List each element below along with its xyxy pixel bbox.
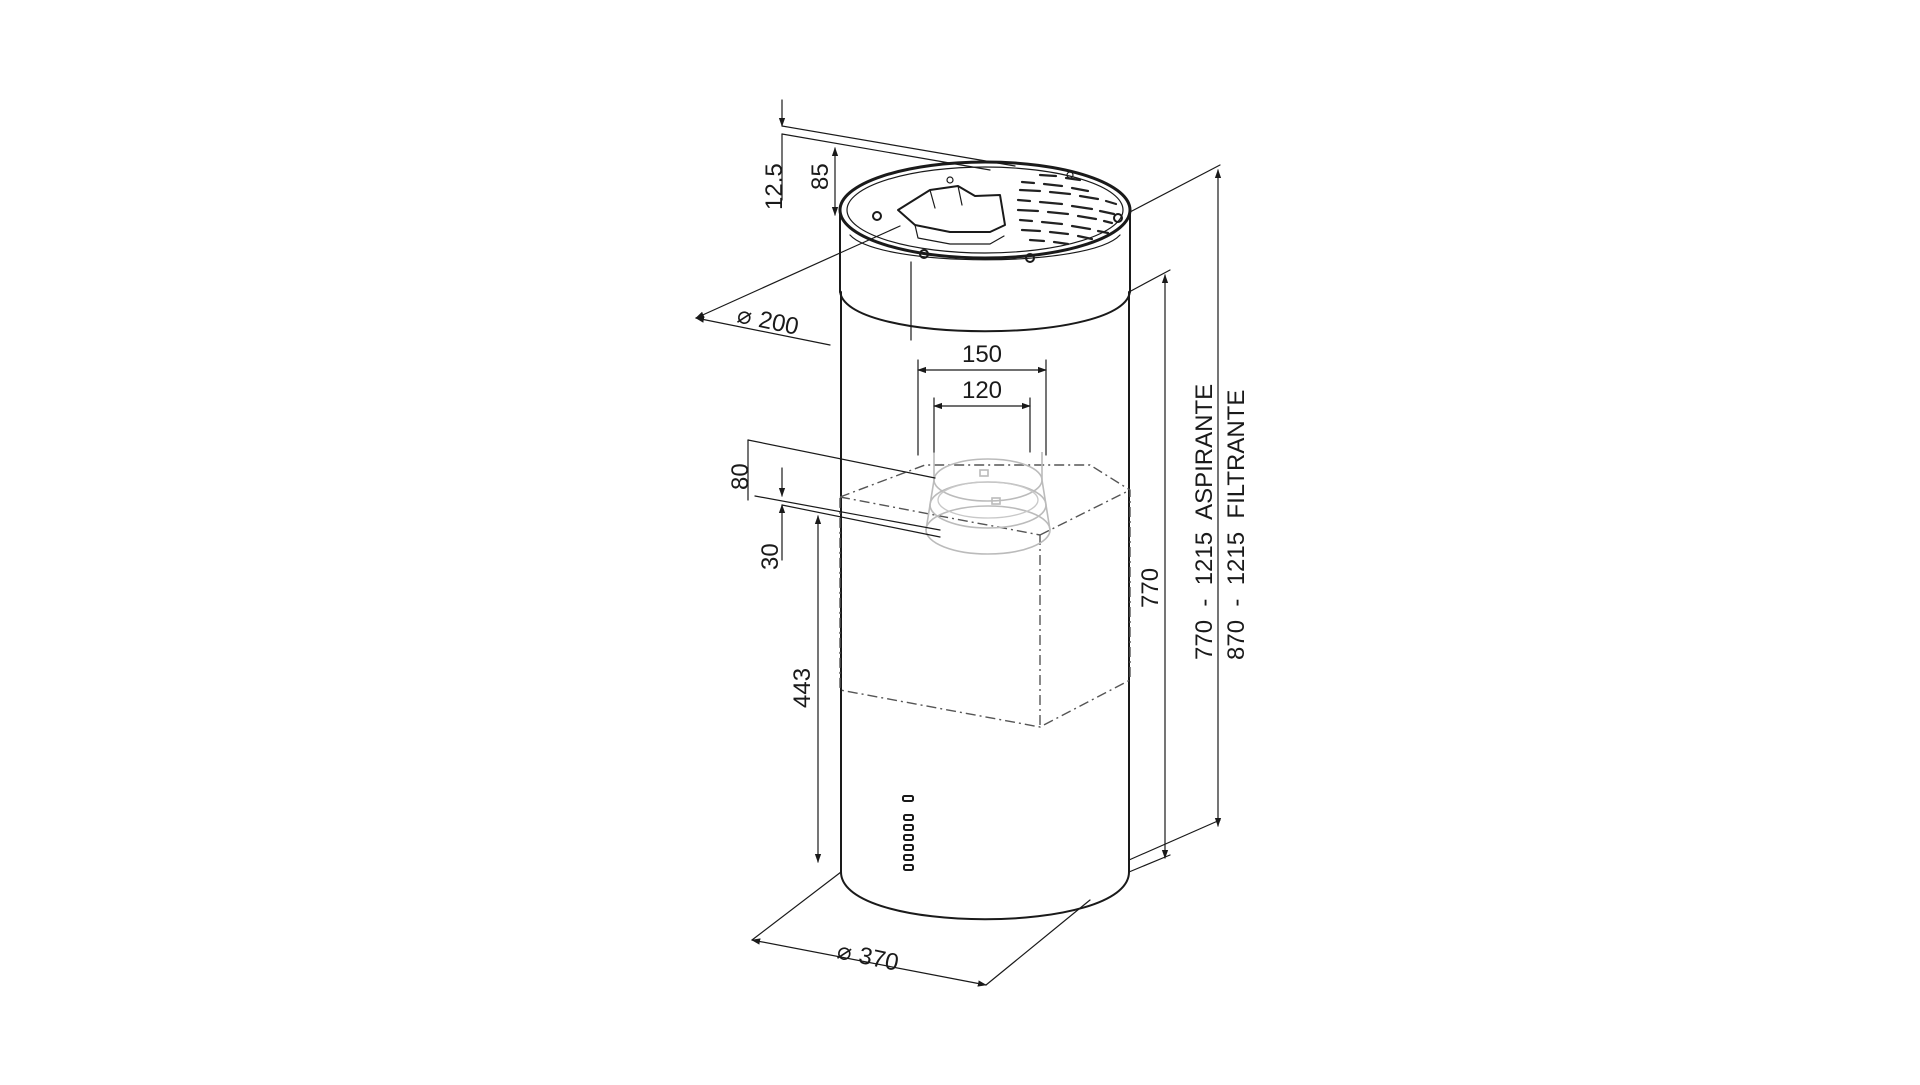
control-button-2 [903, 824, 914, 831]
dim-outlet-diameter [695, 225, 901, 346]
dim-top-offset [778, 99, 1016, 201]
label-lower-height: 443 [789, 668, 816, 708]
motor-box-top-right [1039, 489, 1131, 536]
pipe-ring-top [933, 458, 1043, 502]
motor-box-outline [839, 464, 1131, 728]
dimension-labels: 12.5 85 ⌀ 200 150 120 80 30 443 770 770 … [727, 163, 1250, 976]
control-button-1 [903, 814, 914, 821]
top-collar [838, 160, 1132, 293]
collar-outer-rim [838, 160, 1132, 260]
collar-bottom-edge [839, 289, 1131, 333]
label-pipe-outer: 150 [962, 341, 1002, 368]
dim-pipe-widths [917, 359, 1047, 456]
dim-body-height [1128, 269, 1171, 873]
label-body-diameter: 370 [856, 942, 901, 977]
motor-box-hidden [839, 464, 1131, 728]
label-motor-offset: 80 [727, 463, 754, 490]
duct-inner-edge-2 [929, 189, 936, 209]
dim-motor-offsets [747, 439, 941, 561]
label-range-aspirante: 770 - 1215 ASPIRANTE [1191, 384, 1218, 660]
pipe-ring-inner [937, 481, 1039, 519]
control-button-4 [903, 844, 914, 851]
diameter-symbol: ⌀ [735, 301, 755, 330]
fixing-hole-right [1113, 213, 1123, 223]
pipe-ring-bottom [925, 505, 1051, 555]
collar-inner-rim [846, 166, 1124, 254]
control-led [902, 795, 914, 802]
label-outlet-diameter-group: ⌀ 200 [735, 301, 801, 340]
body-bottom-edge [840, 871, 1130, 921]
dim-total-range [1128, 164, 1222, 861]
label-outlet-diameter: 200 [756, 306, 801, 341]
cylinder-body [839, 261, 1131, 921]
motor-box-top-front [839, 496, 1041, 536]
collar-inner-bottom [849, 234, 1121, 261]
fixing-hole-rear [946, 176, 954, 184]
label-top-offset: 12.5 [761, 163, 788, 210]
vent-slots [1016, 173, 1118, 246]
duct-inner-edge [957, 185, 963, 206]
control-panel [902, 795, 914, 871]
label-motor-gap: 30 [757, 543, 784, 570]
fixing-holes [872, 171, 1123, 263]
label-ring-height: 85 [807, 163, 834, 190]
label-body-diameter-group: ⌀ 370 [835, 937, 901, 976]
duct-outlet-depth [914, 224, 1005, 245]
control-button-5 [903, 854, 914, 861]
dimension-lines [695, 99, 1222, 987]
label-range-filtrante: 870 - 1215 FILTRANTE [1223, 390, 1250, 660]
diameter-symbol-2: ⌀ [835, 937, 855, 966]
label-pipe-inner: 120 [962, 377, 1002, 404]
fixing-hole-left [872, 211, 882, 221]
fixing-hole-front-left [919, 249, 929, 259]
pipe-tab-top [979, 469, 989, 477]
pipe-side-right [1041, 479, 1051, 531]
pipe-side-left [925, 479, 935, 531]
fixing-hole-front-right [1025, 253, 1035, 263]
control-button-6 [903, 864, 914, 871]
pipe-tab-bottom [991, 497, 1001, 505]
pipe-connectors [925, 452, 1051, 555]
label-body-height: 770 [1137, 568, 1164, 608]
duct-outlet-opening [897, 185, 1006, 233]
dim-body-diameter [751, 871, 1091, 987]
fixing-hole-rear-right [1066, 171, 1074, 179]
control-button-3 [903, 834, 914, 841]
